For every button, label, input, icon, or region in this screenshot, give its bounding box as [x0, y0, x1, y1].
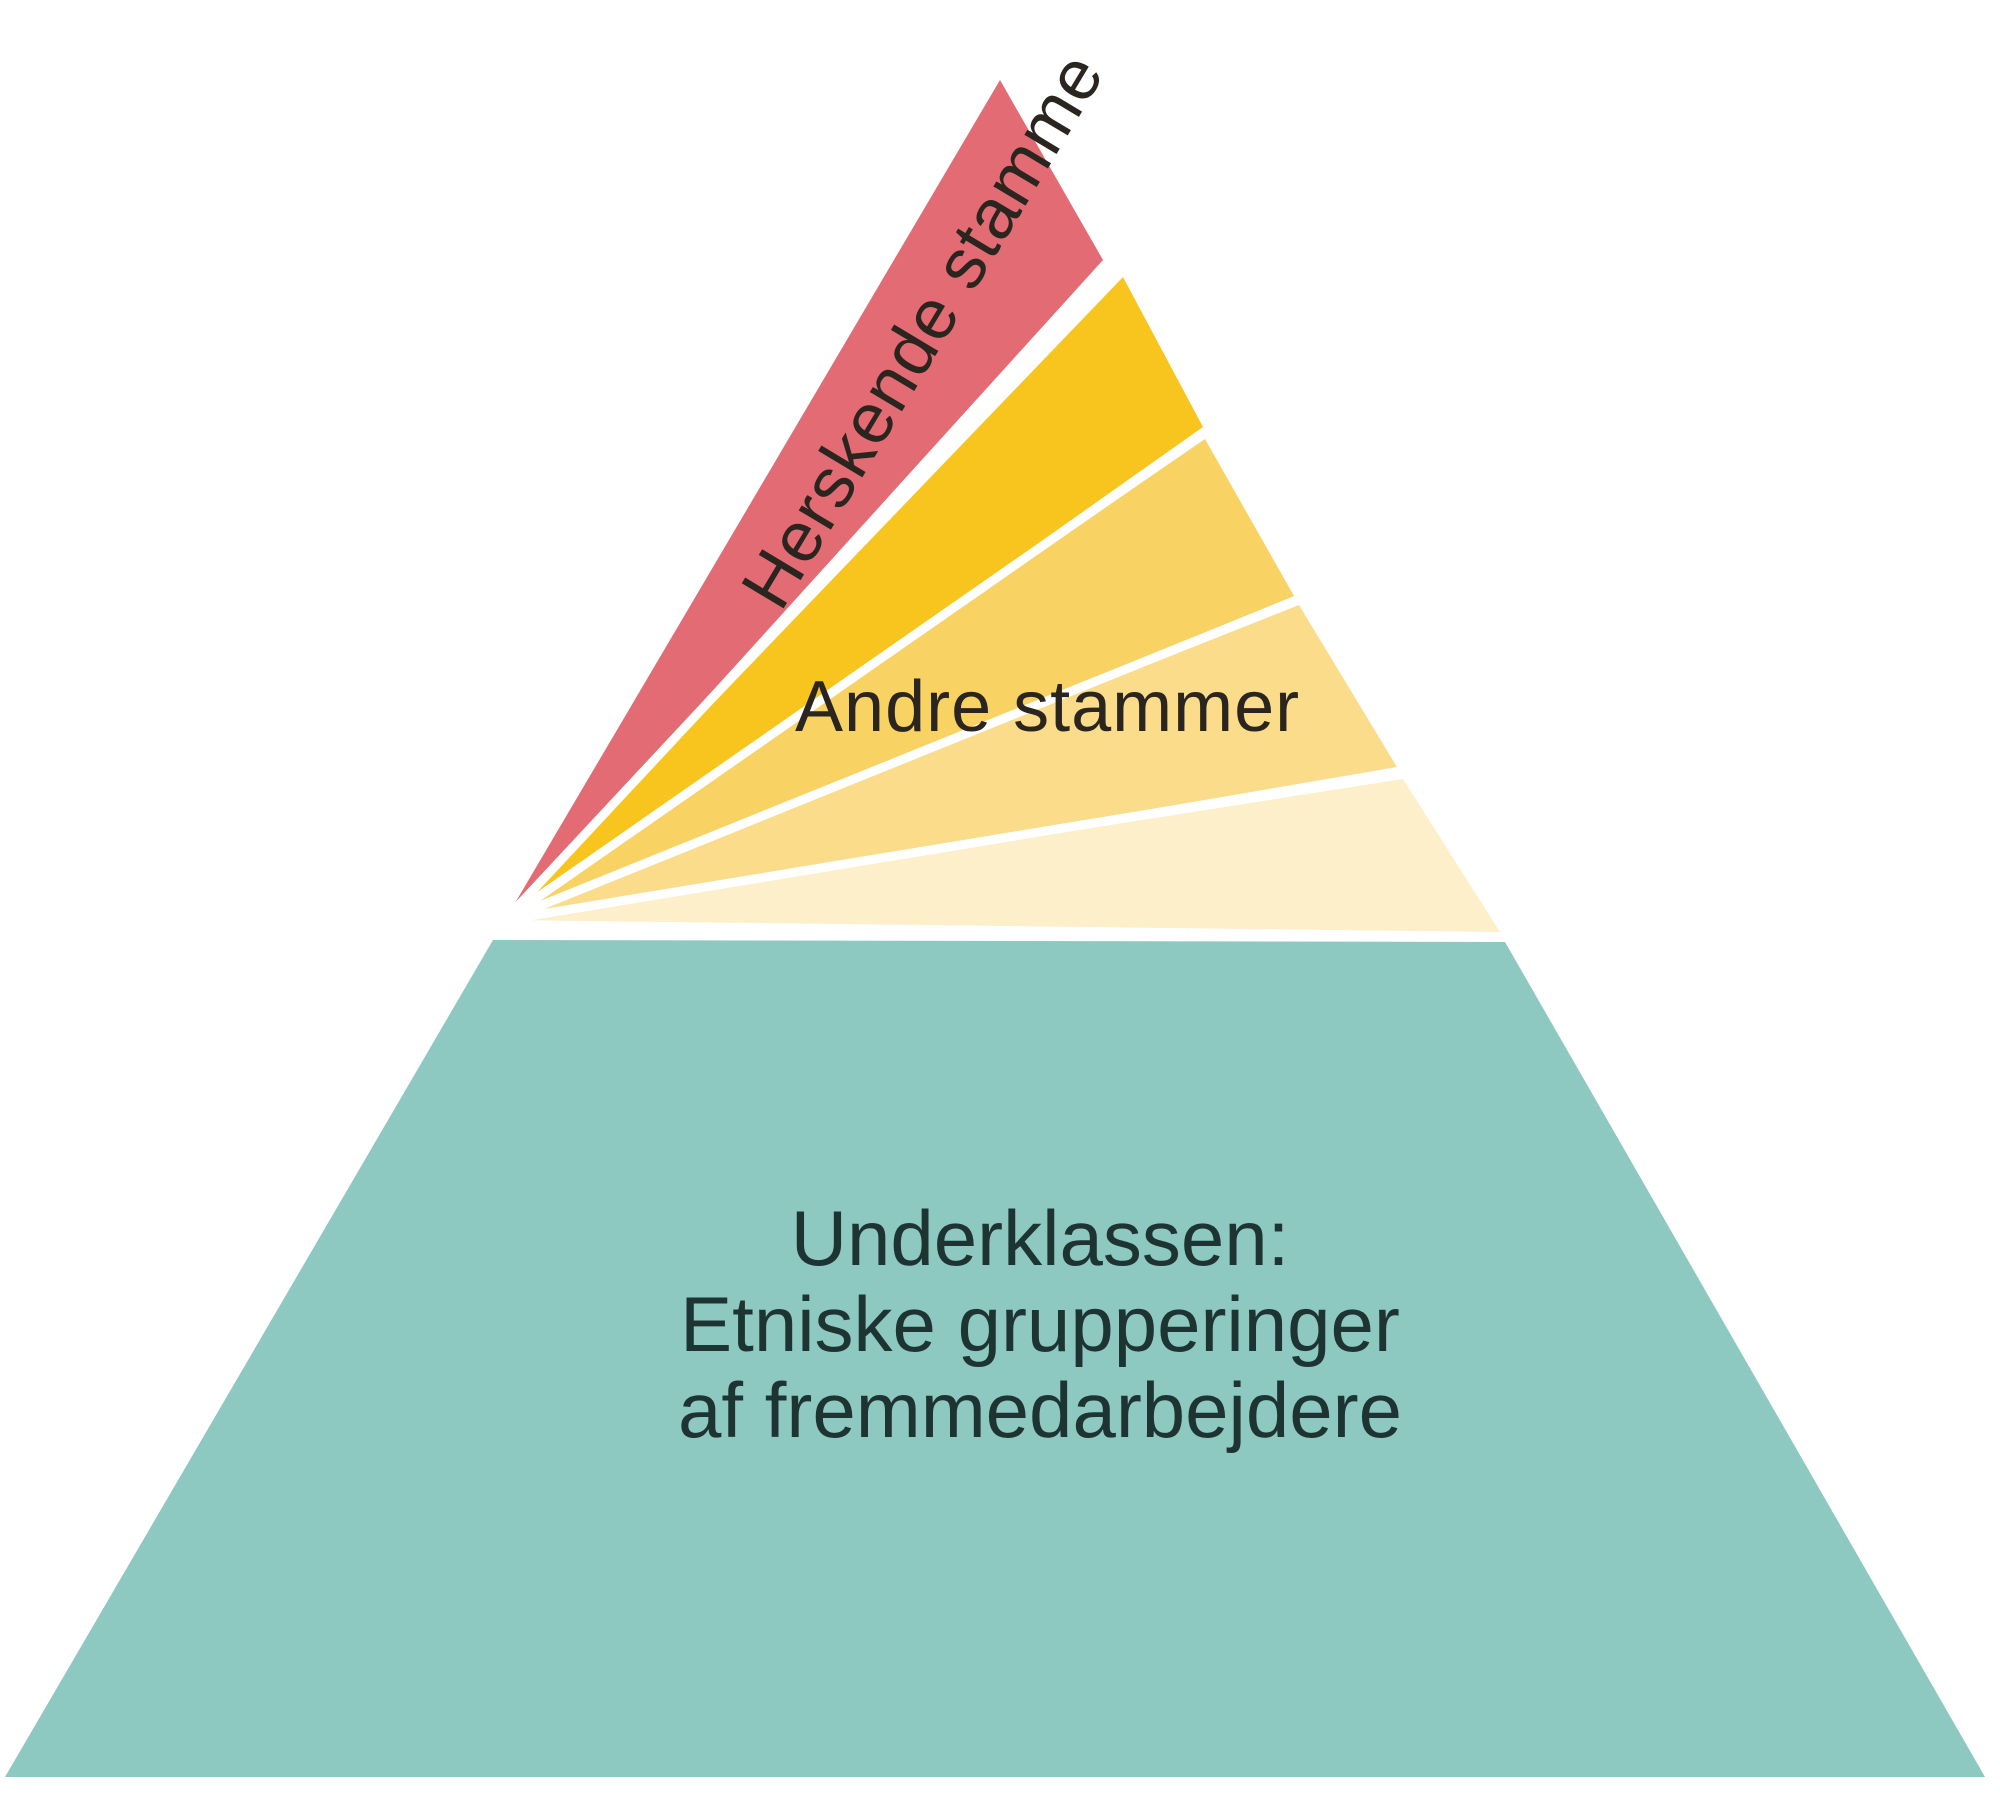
label-underklassen: Underklassen: Etniske grupperinger af fr… — [590, 1195, 1490, 1453]
segment-divider — [503, 557, 1393, 925]
segment-andre-stammer-2 — [505, 439, 1294, 920]
segment-underklassen — [5, 940, 1985, 1777]
segment-divider — [501, 186, 1190, 924]
segment-herskende-stamme — [505, 80, 1103, 920]
label-underklassen-line2: Etniske grupperinger — [680, 1280, 1400, 1368]
segment-divider — [504, 750, 1508, 925]
segment-divider — [502, 371, 1291, 924]
segment-andre-stammer-3 — [505, 605, 1397, 920]
segment-andre-stammer-1 — [505, 277, 1203, 920]
label-andre-stammer: Andre stammer — [795, 667, 1301, 747]
label-underklassen-line3: af fremmedarbejdere — [677, 1366, 1402, 1454]
segment-andre-stammer-4 — [505, 779, 1500, 932]
label-underklassen-line1: Underklassen: — [790, 1194, 1290, 1282]
